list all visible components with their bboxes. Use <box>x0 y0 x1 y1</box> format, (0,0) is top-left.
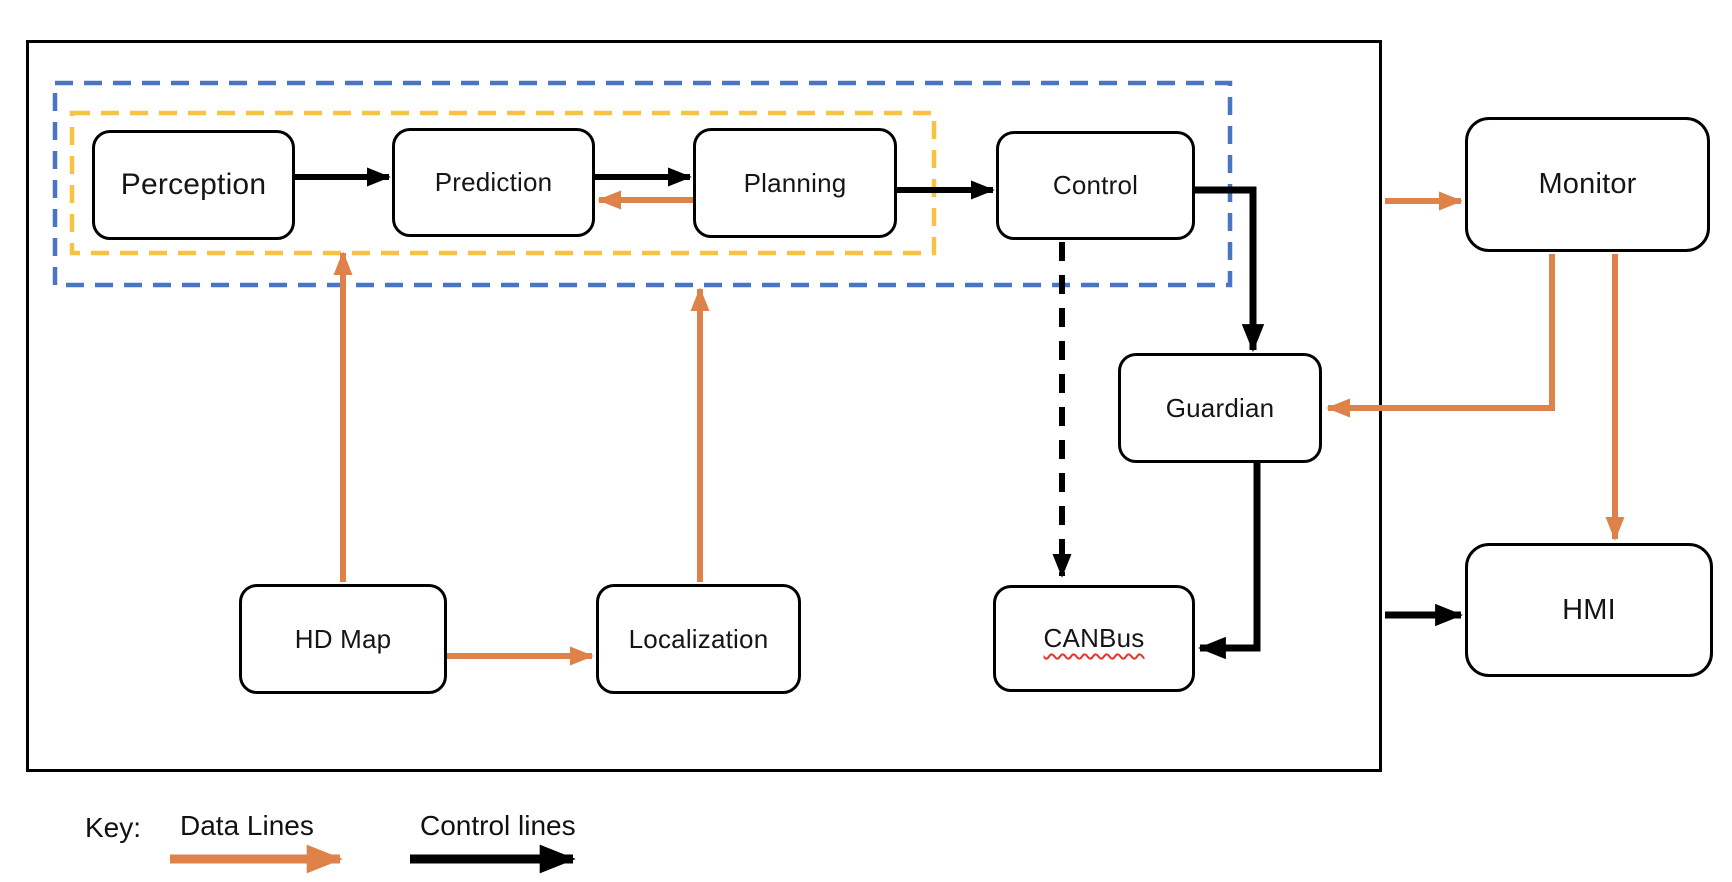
node-perception: Perception <box>92 130 295 240</box>
key-data-lines-label: Data Lines <box>180 810 314 841</box>
key-control-lines-label: Control lines <box>420 810 576 841</box>
node-guardian: Guardian <box>1118 353 1322 463</box>
node-planning: Planning <box>693 128 897 238</box>
node-hmi-label: HMI <box>1562 593 1616 626</box>
edge-guardian-canbus <box>1197 463 1261 660</box>
node-monitor: Monitor <box>1465 117 1710 252</box>
node-perception-label: Perception <box>120 168 267 201</box>
node-hd-map-label: HD Map <box>294 623 392 654</box>
node-hmi: HMI <box>1465 543 1713 677</box>
blue-dashed-group <box>52 80 1233 288</box>
node-localization-label: Localization <box>628 623 769 654</box>
edge-monitor-guardian-data <box>1326 254 1555 418</box>
yellow-dashed-group <box>69 110 937 256</box>
node-monitor-label: Monitor <box>1538 168 1637 200</box>
node-control-label: Control <box>1052 170 1139 200</box>
node-planning-label: Planning <box>743 167 847 198</box>
node-canbus-label: CANBus <box>1043 623 1145 653</box>
node-localization: Localization <box>596 584 801 694</box>
node-canbus: CANBus <box>993 585 1195 692</box>
edge-control-guardian <box>1195 186 1265 353</box>
node-control: Control <box>996 131 1195 240</box>
node-prediction: Prediction <box>392 128 595 237</box>
node-hd-map: HD Map <box>239 584 447 694</box>
node-guardian-label: Guardian <box>1165 392 1275 423</box>
node-prediction-label: Prediction <box>434 167 553 197</box>
key-title: Key: <box>85 812 142 843</box>
